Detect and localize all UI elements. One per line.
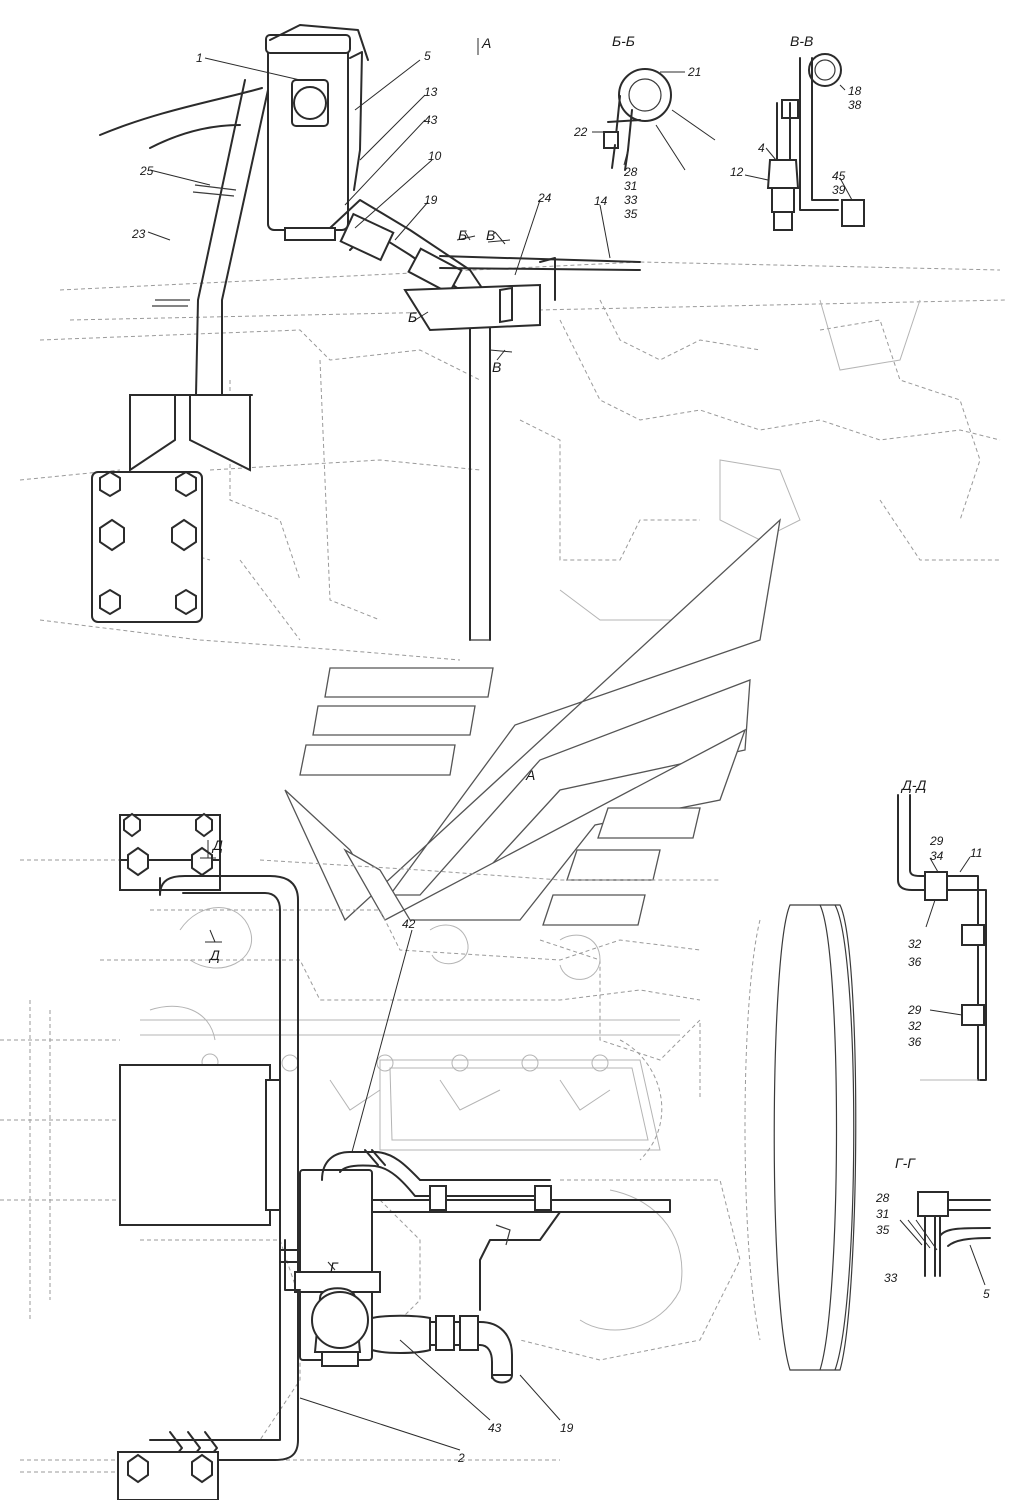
label-gg-28: 28 bbox=[875, 1191, 890, 1205]
label-33: 33 bbox=[624, 193, 638, 207]
label-23: 23 bbox=[131, 227, 146, 241]
leaders-bottom bbox=[200, 840, 561, 1451]
mark-cut-g: Г bbox=[330, 1259, 339, 1275]
pipe-2 bbox=[149, 875, 299, 1463]
label-21: 21 bbox=[687, 65, 701, 79]
intercooler-block bbox=[119, 1064, 281, 1226]
label-dd-32a: 32 bbox=[908, 937, 922, 951]
mark-cut-d1: Д bbox=[211, 837, 223, 853]
mark-cut-b1: Б bbox=[458, 227, 467, 243]
section-dd bbox=[897, 794, 987, 1081]
label-38: 38 bbox=[848, 98, 862, 112]
label-28: 28 bbox=[623, 165, 638, 179]
label-35: 35 bbox=[624, 207, 638, 221]
label-13: 13 bbox=[424, 85, 438, 99]
label-gg-5: 5 bbox=[983, 1287, 990, 1301]
flywheel-outline bbox=[744, 904, 857, 1371]
label-24: 24 bbox=[537, 191, 552, 205]
section-bb bbox=[592, 68, 716, 171]
mark-view-a-top: А bbox=[481, 35, 491, 51]
label-5: 5 bbox=[424, 49, 431, 63]
mark-cut-b2: Б bbox=[408, 309, 417, 325]
label-19-bottom: 19 bbox=[560, 1421, 574, 1435]
pump-block-bottom bbox=[119, 812, 221, 891]
label-dd-32b: 32 bbox=[908, 1019, 922, 1033]
pump-block-bottom-2 bbox=[117, 1451, 219, 1500]
label-4: 4 bbox=[758, 141, 765, 155]
label-1: 1 bbox=[196, 51, 203, 65]
label-dd-29b: 29 bbox=[907, 1003, 922, 1017]
pipe-19-bottom bbox=[371, 1314, 514, 1384]
label-19: 19 bbox=[424, 193, 438, 207]
label-25: 25 bbox=[139, 164, 154, 178]
hose-23-25 bbox=[99, 79, 269, 472]
label-dd-29a: 29 bbox=[929, 834, 944, 848]
hose-42 bbox=[321, 1149, 671, 1311]
mark-cut-d2: Д bbox=[208, 947, 220, 963]
mark-view-a: А bbox=[525, 767, 535, 783]
label-gg-33: 33 bbox=[884, 1271, 898, 1285]
label-42: 42 bbox=[402, 917, 416, 931]
part-labels: 1 5 13 43 10 25 23 19 24 14 21 22 28 31 … bbox=[131, 49, 990, 1465]
label-11: 11 bbox=[970, 846, 982, 860]
label-18: 18 bbox=[848, 84, 862, 98]
label-dd-34: 34 bbox=[930, 849, 944, 863]
section-gg bbox=[899, 1191, 991, 1286]
label-gg-31: 31 bbox=[876, 1207, 889, 1221]
pipe-19-24-14 bbox=[329, 199, 641, 641]
section-vv bbox=[744, 53, 865, 231]
expansion-tank-bottom bbox=[279, 1169, 381, 1367]
label-31: 31 bbox=[624, 179, 637, 193]
label-2: 2 bbox=[457, 1451, 465, 1465]
leaders-top bbox=[147, 38, 611, 361]
section-marks: А А Б-Б В-В Б Б В В Д Д Д-Д Г-Г Г bbox=[208, 33, 927, 1275]
label-dd-36b: 36 bbox=[908, 1035, 922, 1049]
expansion-tank-top bbox=[265, 24, 369, 241]
engine-background-top bbox=[19, 261, 1006, 661]
mark-section-gg: Г-Г bbox=[895, 1155, 916, 1171]
label-39: 39 bbox=[832, 183, 846, 197]
label-10: 10 bbox=[428, 149, 442, 163]
watermark-logo bbox=[284, 518, 781, 926]
mark-section-bb: Б-Б bbox=[612, 33, 635, 49]
pump-block-top bbox=[91, 470, 203, 623]
mark-cut-v2: В bbox=[492, 359, 501, 375]
engine-background-bottom bbox=[0, 859, 741, 1473]
label-dd-36a: 36 bbox=[908, 955, 922, 969]
mark-cut-v1: В bbox=[486, 227, 495, 243]
mark-section-dd: Д-Д bbox=[900, 777, 927, 793]
label-43-bottom: 43 bbox=[488, 1421, 502, 1435]
label-12: 12 bbox=[730, 165, 744, 179]
label-14: 14 bbox=[594, 194, 608, 208]
label-gg-35: 35 bbox=[876, 1223, 890, 1237]
mark-section-vv: В-В bbox=[790, 33, 813, 49]
label-22: 22 bbox=[573, 125, 588, 139]
label-43: 43 bbox=[424, 113, 438, 127]
label-45: 45 bbox=[832, 169, 846, 183]
